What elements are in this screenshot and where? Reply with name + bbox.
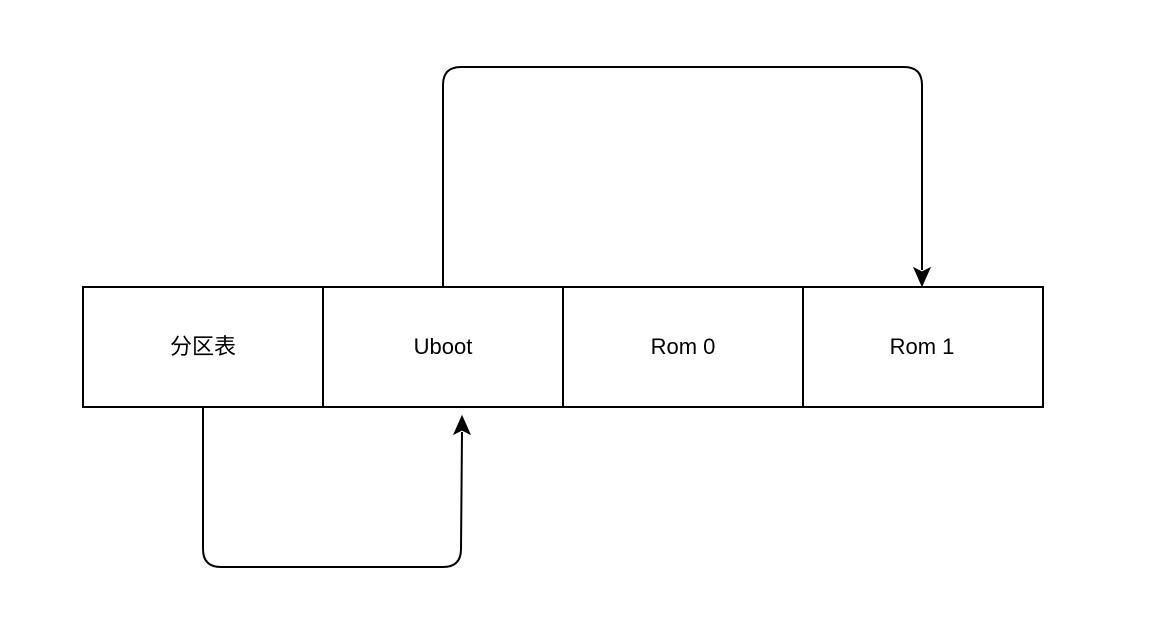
rom0-box — [562, 286, 804, 408]
uboot-label: Uboot — [414, 334, 473, 359]
rom0-label: Rom 0 — [651, 334, 716, 359]
uboot-block[interactable]: Uboot — [322, 286, 564, 408]
connector-line — [202, 407, 463, 568]
connector-uboot-to-rom1 — [442, 66, 932, 288]
rom1-block[interactable]: Rom 1 — [802, 286, 1044, 408]
partition-table-label: 分区表 — [170, 334, 236, 359]
rom0-block[interactable]: Rom 0 — [562, 286, 804, 408]
partition-table-box — [82, 286, 324, 408]
arrow-down-icon — [912, 266, 932, 288]
rom1-label: Rom 1 — [890, 334, 955, 359]
arrow-up-icon — [452, 414, 472, 436]
partition-table-block[interactable]: 分区表 — [82, 286, 324, 408]
rom1-box — [802, 286, 1044, 408]
partition-row: 分区表 Uboot Rom 0 Rom 1 — [82, 286, 1044, 408]
connector-partition-table-to-uboot — [202, 407, 472, 568]
uboot-box — [322, 286, 564, 408]
connector-line — [442, 66, 923, 287]
